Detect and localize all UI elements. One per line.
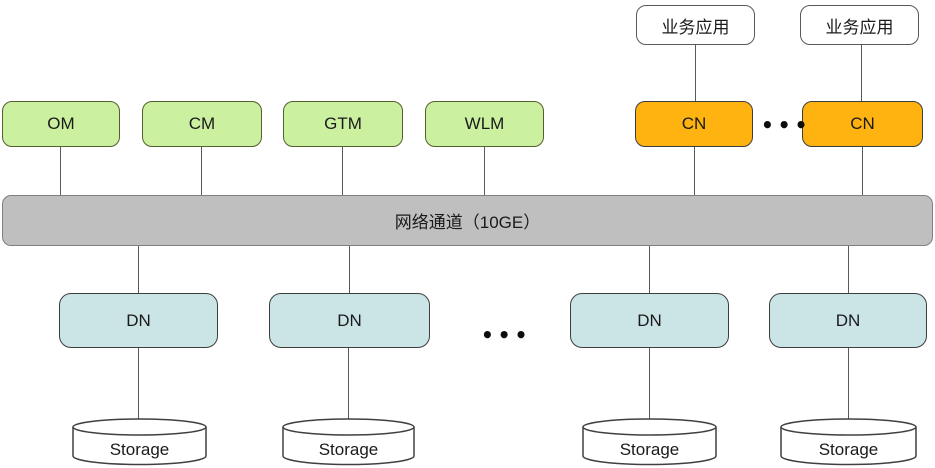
- connector-wlm-bus: [484, 147, 485, 195]
- connector-bus-dn1: [138, 246, 139, 293]
- connector-dn4-storage4: [848, 348, 849, 421]
- connector-dn2-storage2: [348, 348, 349, 421]
- storage-cylinder-icon: [780, 418, 917, 466]
- storage-cylinder-icon: [582, 418, 717, 466]
- dn-node-2: DN: [269, 293, 430, 348]
- connector-bus-dn3: [649, 246, 650, 293]
- dn-label: DN: [126, 310, 151, 330]
- cm-label: CM: [188, 114, 216, 133]
- storage-node-2: Storage: [282, 418, 415, 466]
- network-bus-label: 网络通道（10GE）: [394, 213, 541, 232]
- storage-cylinder-icon: [72, 418, 207, 466]
- storage-cylinder-icon: [282, 418, 415, 466]
- gtm-node: GTM: [283, 101, 403, 147]
- cn-label: CN: [681, 114, 707, 133]
- cn-ellipsis: •••: [761, 113, 812, 137]
- connector-cm-bus: [201, 147, 202, 195]
- dn-node-4: DN: [769, 293, 927, 348]
- network-bus: 网络通道（10GE）: [2, 195, 933, 246]
- connector-cn1-bus: [694, 147, 695, 195]
- om-node: OM: [2, 101, 120, 147]
- connector-bus-dn4: [848, 246, 849, 293]
- business-app-label: 业务应用: [825, 17, 894, 37]
- wlm-label: WLM: [464, 114, 505, 133]
- connector-dn1-storage1: [138, 348, 139, 421]
- connector-gtm-bus: [342, 147, 343, 195]
- dn-ellipsis: •••: [481, 323, 532, 347]
- dn-label: DN: [637, 310, 662, 330]
- business-app-node-1: 业务应用: [636, 5, 755, 45]
- business-app-node-2: 业务应用: [800, 5, 919, 45]
- cn-node-2: CN: [802, 101, 923, 147]
- om-label: OM: [47, 114, 75, 133]
- dn-label: DN: [337, 310, 362, 330]
- storage-label: Storage: [318, 439, 379, 459]
- storage-node-3: Storage: [582, 418, 717, 466]
- storage-label: Storage: [619, 439, 680, 459]
- storage-label: Storage: [109, 439, 170, 459]
- connector-om-bus: [60, 147, 61, 195]
- storage-node-1: Storage: [72, 418, 207, 466]
- dn-node-1: DN: [59, 293, 218, 348]
- cn-label: CN: [850, 114, 875, 133]
- storage-node-4: Storage: [780, 418, 917, 466]
- gtm-label: GTM: [324, 114, 362, 133]
- cm-node: CM: [142, 101, 262, 147]
- connector-dn3-storage3: [649, 348, 650, 421]
- dn-node-3: DN: [570, 293, 729, 348]
- storage-label: Storage: [818, 439, 879, 459]
- business-app-label: 业务应用: [661, 17, 730, 37]
- wlm-node: WLM: [425, 101, 544, 147]
- connector-app2-cn2: [861, 45, 862, 103]
- connector-app1-cn1: [695, 45, 696, 103]
- connector-cn2-bus: [862, 147, 863, 195]
- cn-node-1: CN: [635, 101, 753, 147]
- dn-label: DN: [835, 310, 861, 330]
- connector-bus-dn2: [349, 246, 350, 293]
